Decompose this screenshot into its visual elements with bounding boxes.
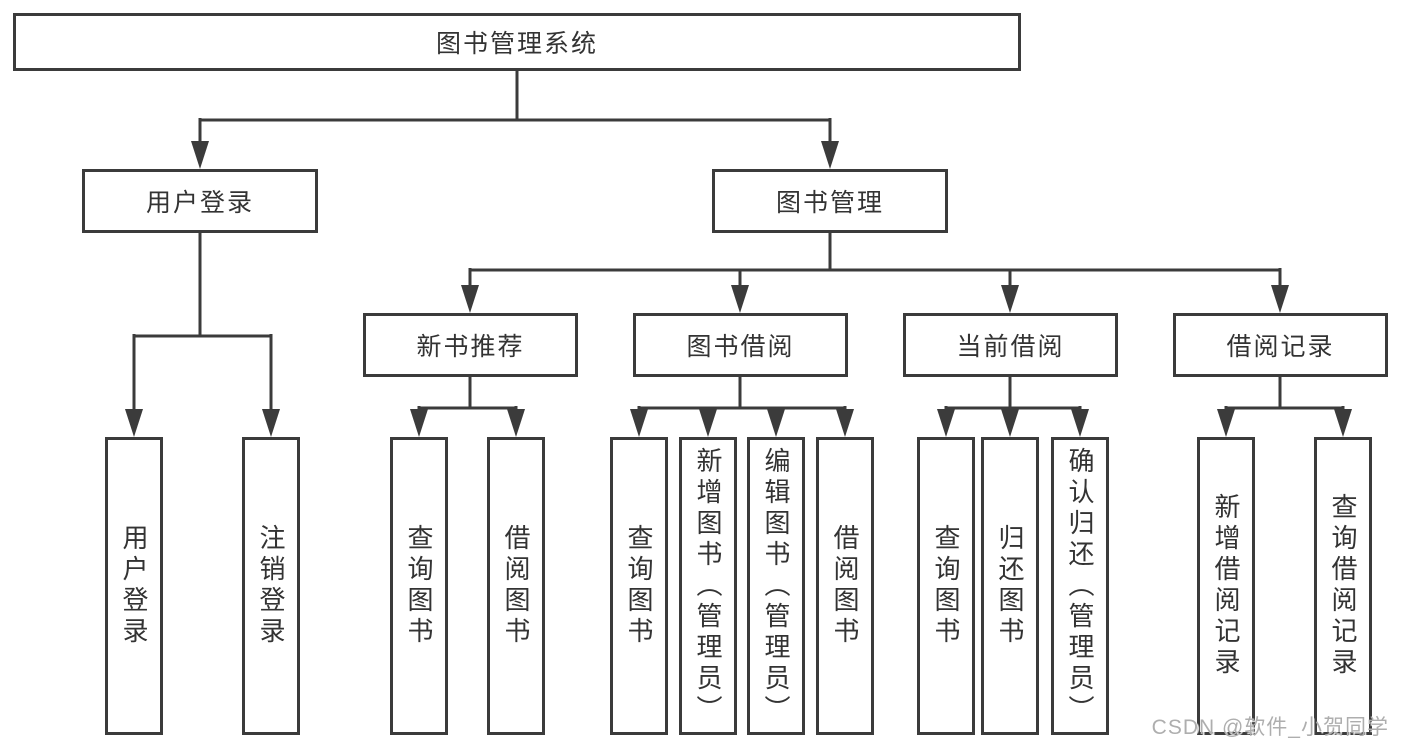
leaf-label: 用户登录	[119, 524, 149, 648]
leaf-node-logout: 注销登录	[242, 437, 300, 735]
leaf-node-add-borrow-record: 新增借阅记录	[1197, 437, 1255, 735]
leaf-label: 查询图书	[404, 524, 434, 648]
leaf-node-confirm-return-admin: 确认归还（管理员）	[1051, 437, 1109, 735]
connector-bookmgmt-to-level3	[468, 233, 1282, 300]
node-borrow-records-label: 借阅记录	[1226, 333, 1335, 361]
connector-records-to-leaves	[1224, 377, 1345, 425]
leaf-label: 查询图书	[624, 524, 654, 648]
connector-newbook-to-leaves	[417, 377, 518, 425]
node-user-login-label: 用户登录	[145, 189, 254, 217]
leaf-node-query-books-2: 查询图书	[610, 437, 668, 735]
leaf-label: 新增图书（管理员）	[693, 446, 723, 726]
node-borrow-records: 借阅记录	[1173, 313, 1388, 377]
leaf-label: 查询图书	[931, 524, 961, 648]
root-node-system: 图书管理系统	[13, 13, 1021, 71]
leaf-node-borrow-books-1: 借阅图书	[487, 437, 545, 735]
node-book-management: 图书管理	[712, 169, 948, 233]
arrowheads	[125, 141, 1352, 437]
node-new-book-recommend: 新书推荐	[363, 313, 578, 377]
root-node-label: 图书管理系统	[435, 30, 598, 58]
csdn-watermark-text: CSDN @软件_小贺同学	[1151, 716, 1389, 739]
leaf-node-edit-books-admin: 编辑图书（管理员）	[747, 437, 805, 735]
leaf-label: 归还图书	[995, 524, 1025, 648]
leaf-label: 确认归还（管理员）	[1065, 446, 1095, 726]
leaf-label: 查询借阅记录	[1328, 493, 1358, 679]
leaf-label: 编辑图书（管理员）	[761, 446, 791, 726]
node-book-borrow-label: 图书借阅	[686, 333, 795, 361]
leaf-label: 借阅图书	[501, 524, 531, 648]
leaf-node-user-login: 用户登录	[105, 437, 163, 735]
leaf-node-query-borrow-record: 查询借阅记录	[1314, 437, 1372, 735]
leaf-node-add-books-admin: 新增图书（管理员）	[679, 437, 737, 735]
csdn-watermark: CSDN @软件_小贺同学	[1152, 711, 1389, 741]
connector-root-to-level2	[198, 70, 832, 155]
node-current-borrow-label: 当前借阅	[956, 333, 1065, 361]
leaf-label: 新增借阅记录	[1211, 493, 1241, 679]
connector-userlogin-to-leaves	[132, 233, 273, 425]
leaf-node-return-books: 归还图书	[981, 437, 1039, 735]
connector-bookborrow-to-leaves	[637, 377, 847, 425]
node-new-book-recommend-label: 新书推荐	[416, 333, 525, 361]
node-current-borrow: 当前借阅	[903, 313, 1118, 377]
leaf-node-query-books-1: 查询图书	[390, 437, 448, 735]
node-book-borrow: 图书借阅	[633, 313, 848, 377]
node-user-login: 用户登录	[82, 169, 318, 233]
leaf-label: 注销登录	[256, 524, 286, 648]
node-book-management-label: 图书管理	[775, 189, 884, 217]
leaf-node-borrow-books-2: 借阅图书	[816, 437, 874, 735]
leaf-node-query-books-3: 查询图书	[917, 437, 975, 735]
leaf-label: 借阅图书	[830, 524, 860, 648]
